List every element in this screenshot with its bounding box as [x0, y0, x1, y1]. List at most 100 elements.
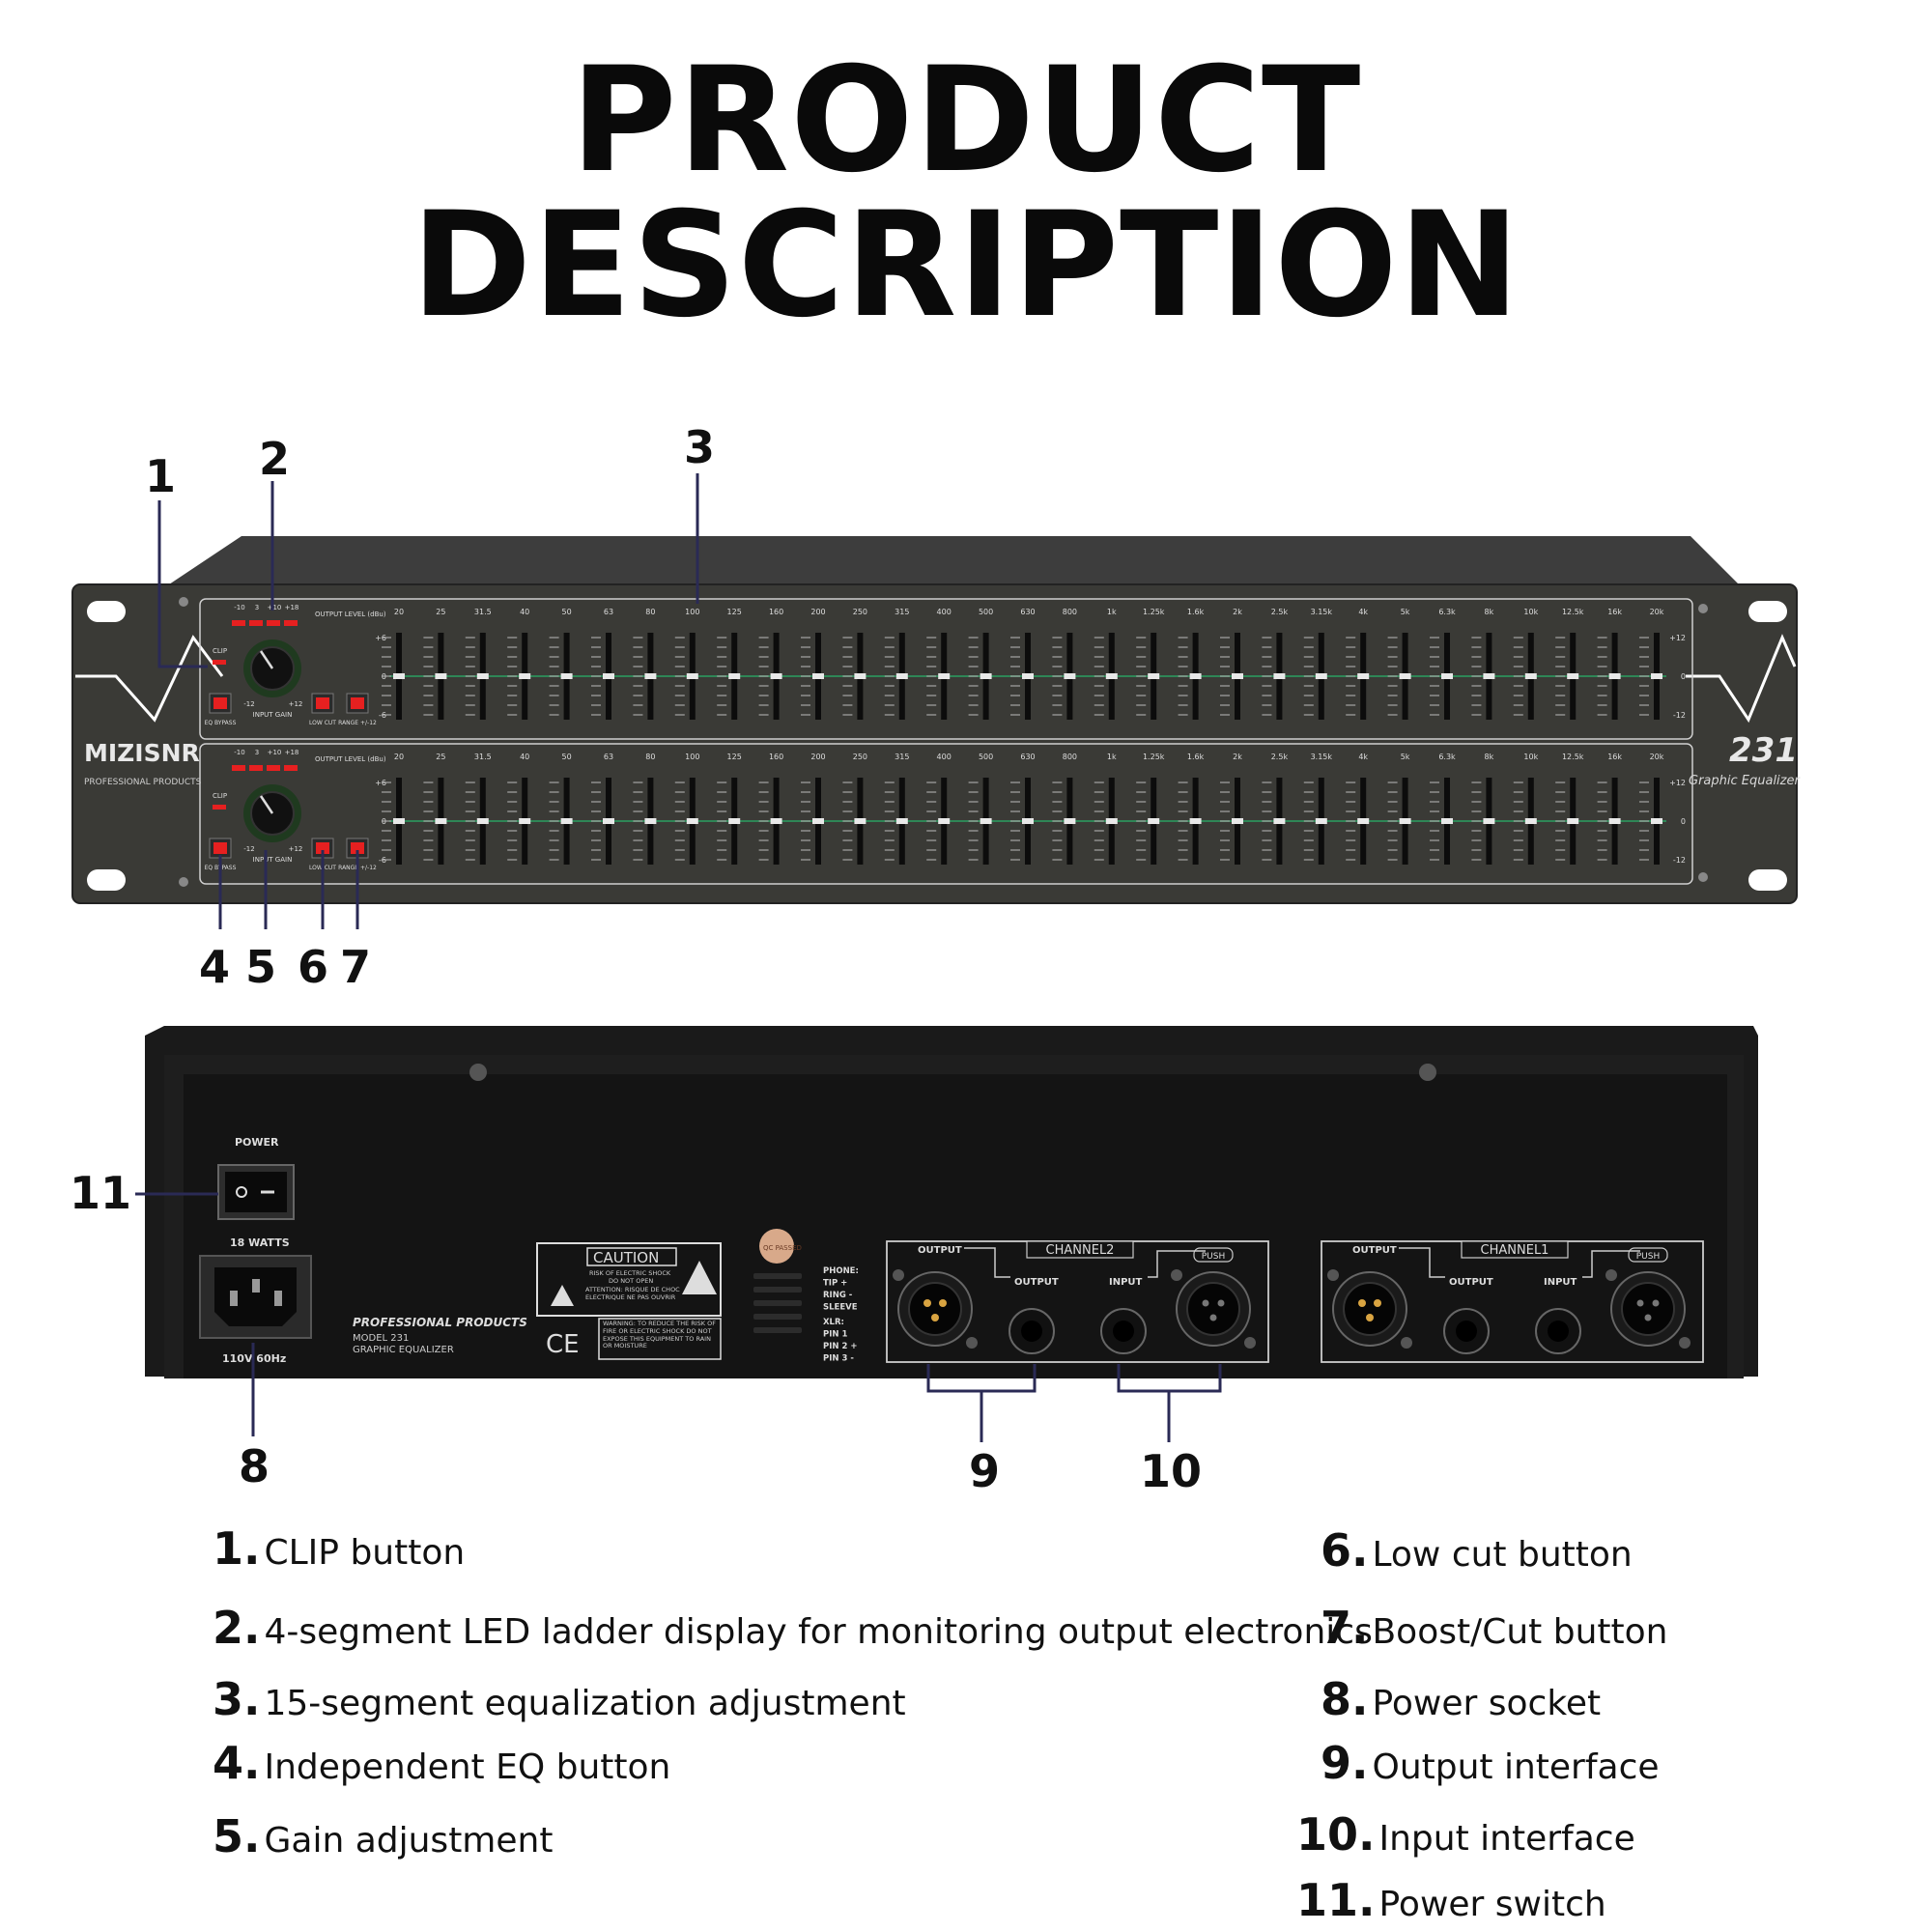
eq-slider-handle[interactable]	[1567, 673, 1579, 679]
pinout-line: RING -	[823, 1291, 853, 1300]
eq-slider-handle[interactable]	[1567, 818, 1579, 824]
xlr-pin-icon	[1209, 1314, 1217, 1321]
frequency-label: 1.25k	[1143, 753, 1165, 761]
eq-slider-handle[interactable]	[1651, 673, 1662, 679]
output-level-label: OUTPUT LEVEL (dBu)	[315, 755, 386, 763]
eq-slider-handle[interactable]	[1148, 673, 1160, 679]
frequency-label: 12.5k	[1562, 608, 1584, 616]
eq-slider-handle[interactable]	[1189, 818, 1202, 824]
eq-slider-handle[interactable]	[812, 673, 824, 679]
eq-slider-handle[interactable]	[393, 818, 405, 824]
eq-slider-handle[interactable]	[728, 818, 741, 824]
callout-1: 1	[145, 450, 177, 502]
eq-slider-handle[interactable]	[560, 818, 573, 824]
eq-slider-handle[interactable]	[1441, 818, 1453, 824]
output-led	[249, 620, 263, 626]
eq-slider-handle[interactable]	[1357, 673, 1370, 679]
eq-slider-handle[interactable]	[938, 673, 951, 679]
legend-num: 9.	[1321, 1737, 1369, 1789]
eq-slider-handle[interactable]	[1189, 673, 1202, 679]
caution-box	[536, 1242, 722, 1317]
eq-slider-handle[interactable]	[476, 673, 489, 679]
eq-slider-handle[interactable]	[1105, 818, 1118, 824]
eq-slider-handle[interactable]	[1273, 673, 1286, 679]
eq-slider-handle[interactable]	[895, 818, 908, 824]
eq-slider-handle[interactable]	[435, 818, 447, 824]
frequency-label: 6.3k	[1438, 608, 1456, 616]
eq-slider-handle[interactable]	[980, 818, 992, 824]
eq-slider-handle[interactable]	[1524, 673, 1537, 679]
eq-slider-handle[interactable]	[393, 673, 405, 679]
input-bracket-line	[1582, 1250, 1640, 1278]
eq-slider-handle[interactable]	[1524, 818, 1537, 824]
range-button-label: RANGE +/-12	[338, 720, 377, 726]
eq-slider-handle[interactable]	[476, 818, 489, 824]
frequency-label: 4k	[1358, 608, 1368, 616]
eq-slider-handle[interactable]	[1315, 818, 1327, 824]
channel-label: CHANNEL1	[1481, 1243, 1549, 1258]
range-button-led	[351, 697, 364, 709]
eq-slider-handle[interactable]	[1232, 673, 1243, 679]
eq-slider-handle[interactable]	[1148, 818, 1160, 824]
eq-slider-handle[interactable]	[980, 673, 992, 679]
eq-slider-handle[interactable]	[812, 818, 824, 824]
output-level-label: OUTPUT LEVEL (dBu)	[315, 611, 386, 618]
output-led	[284, 765, 298, 771]
eq-slider-handle[interactable]	[1608, 818, 1621, 824]
eq-slider-handle[interactable]	[603, 818, 614, 824]
eq-slider-handle[interactable]	[895, 673, 908, 679]
eq-slider-handle[interactable]	[1064, 818, 1076, 824]
eq-slider-handle[interactable]	[770, 673, 782, 679]
socket-pin-icon	[230, 1291, 238, 1306]
eq-slider-handle[interactable]	[1357, 818, 1370, 824]
power-switch-rocker[interactable]	[225, 1172, 287, 1212]
eq-slider-handle[interactable]	[1232, 818, 1243, 824]
eq-slider-handle[interactable]	[603, 673, 614, 679]
eq-slider-handle[interactable]	[519, 673, 531, 679]
frequency-label: 250	[853, 753, 867, 761]
eq-slider-handle[interactable]	[1483, 818, 1495, 824]
frequency-label: 800	[1063, 753, 1077, 761]
eq-slider-handle[interactable]	[1022, 673, 1034, 679]
gain-min-label: -12	[243, 845, 254, 853]
eq-slider-handle[interactable]	[938, 818, 951, 824]
eq-slider-handle[interactable]	[1064, 673, 1076, 679]
eq-slider-handle[interactable]	[1273, 818, 1286, 824]
eq-slider-handle[interactable]	[1022, 818, 1034, 824]
eq-slider-handle[interactable]	[770, 818, 782, 824]
eq-slider-handle[interactable]	[519, 818, 531, 824]
eq-slider-handle[interactable]	[1608, 673, 1621, 679]
eq-slider-handle[interactable]	[1105, 673, 1118, 679]
push-tab[interactable]	[1193, 1247, 1234, 1263]
push-tab[interactable]	[1628, 1247, 1668, 1263]
eq-slider-handle[interactable]	[728, 673, 741, 679]
warning-text: WARNING: TO REDUCE THE RISK OF FIRE OR E…	[603, 1321, 716, 1350]
zigzag-logo-icon	[1686, 634, 1797, 724]
eq-slider-handle[interactable]	[854, 673, 867, 679]
scale-right-label: 0	[1681, 672, 1686, 681]
eq-slider-handle[interactable]	[435, 673, 447, 679]
scale-right-label: -12	[1673, 856, 1686, 865]
eq-slider-handle[interactable]	[854, 818, 867, 824]
eq-slider-handle[interactable]	[1441, 673, 1453, 679]
legend-text: Power socket	[1372, 1684, 1602, 1723]
eq-slider-handle[interactable]	[1315, 673, 1327, 679]
eq-slider-handle[interactable]	[686, 818, 698, 824]
xlr-output-label: OUTPUT	[918, 1245, 962, 1256]
gain-knob-pointer	[259, 650, 274, 669]
eq-slider-handle[interactable]	[686, 673, 698, 679]
caution-title: CAUTION	[593, 1249, 659, 1266]
eq-slider-handle[interactable]	[1651, 818, 1662, 824]
eq-slider-handle[interactable]	[1399, 818, 1411, 824]
eq-slider-handle[interactable]	[644, 818, 657, 824]
eq-slider-handle[interactable]	[644, 673, 657, 679]
frequency-label: 63	[604, 753, 613, 761]
eq-slider-handle[interactable]	[560, 673, 573, 679]
xlr-pin-icon	[1652, 1299, 1660, 1307]
eq-slider-handle[interactable]	[1483, 673, 1495, 679]
callout-lines	[135, 473, 1222, 1442]
frequency-label: 1.6k	[1187, 608, 1205, 616]
output-led	[267, 620, 280, 626]
eq-slider-handle[interactable]	[1399, 673, 1411, 679]
